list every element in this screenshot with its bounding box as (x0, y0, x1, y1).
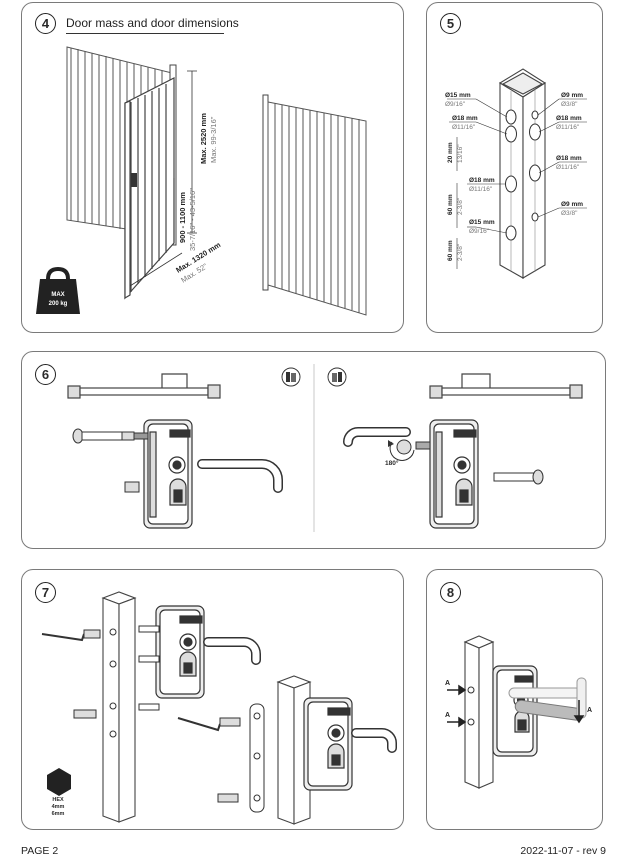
rotation-label: 180° (385, 460, 399, 467)
arrow-label-a2: A (445, 712, 450, 719)
panel-title: Door mass and door dimensions (66, 16, 239, 30)
step-number-6: 6 (35, 364, 56, 385)
handle-orientation-diagram (67, 364, 583, 532)
left-hole-3-mm: Ø18 mm (469, 177, 495, 184)
step-number-4: 4 (35, 13, 56, 34)
panel-drill-holes: 5 (426, 2, 603, 333)
hex-size-4: 4mm (51, 804, 65, 810)
right-hole-3-in: Ø11/16" (556, 164, 580, 171)
hex-label: HEX (52, 797, 64, 803)
left-hole-4-mm: Ø15 mm (469, 219, 495, 226)
hex-key-icon (47, 768, 71, 796)
panel-final-check: 8 A A A (426, 569, 603, 830)
spacing-2-in: 2-3/8" (457, 197, 464, 215)
panel-mount-lock: 7 (21, 569, 404, 830)
left-hole-1-in: Ø9/16" (445, 101, 466, 108)
panel-handle-orientation: 6 (21, 351, 606, 549)
panel-door-mass: 4 Door mass and door dimensions (21, 2, 404, 333)
right-hole-4-mm: Ø9 mm (561, 201, 583, 208)
post-drilling-diagram: Ø15 mm Ø9/16" Ø18 mm Ø11/16" Ø18 mm Ø11/… (445, 68, 587, 279)
dim-height-in: Max. 99-3/16" (209, 116, 218, 163)
weight-icon (36, 266, 80, 314)
right-hole-1-in: Ø3/8" (561, 101, 578, 108)
spacing-2-mm: 60 mm (447, 194, 454, 215)
lock-mounting-diagram (41, 591, 397, 825)
left-hole-1-mm: Ø15 mm (445, 92, 471, 99)
step-number-7: 7 (35, 582, 56, 603)
right-hole-3-mm: Ø18 mm (556, 155, 582, 162)
spacing-1-in: 13/16" (457, 144, 464, 163)
spacing-3-in: 2-3/8" (457, 243, 464, 261)
spacing-3-mm: 60 mm (447, 240, 454, 261)
left-hole-3-in: Ø11/16" (469, 186, 493, 193)
final-assembly-diagram: A A A (445, 635, 592, 789)
revision-date: 2022-11-07 - rev 9 (520, 845, 606, 857)
dim-mid-mm: 900 - 1100 mm (178, 192, 187, 243)
title-underline (66, 33, 224, 34)
dim-height-mm: Max. 2520 mm (199, 113, 208, 164)
spacing-1-mm: 20 mm (447, 142, 454, 163)
open-door (124, 77, 175, 300)
right-hole-1-mm: Ø9 mm (561, 92, 583, 99)
right-hole-2-mm: Ø18 mm (556, 115, 582, 122)
left-hole-4-in: Ø9/16" (469, 228, 490, 235)
door-right-icon (327, 367, 347, 387)
door-left-icon (281, 367, 301, 387)
weight-max: MAX (51, 292, 65, 298)
right-hole-4-in: Ø3/8" (561, 210, 578, 217)
hex-size-6: 6mm (51, 811, 65, 817)
fence-panel-right (262, 94, 367, 316)
step-number-5: 5 (440, 13, 461, 34)
weight-value: 200 kg (48, 301, 68, 307)
page-number: PAGE 2 (21, 845, 59, 857)
step-number-8: 8 (440, 582, 461, 603)
arrow-label-a3: A (587, 707, 592, 714)
arrow-label-a1: A (445, 680, 450, 687)
left-hole-2-in: Ø11/16" (452, 124, 476, 131)
right-hole-2-in: Ø11/16" (556, 124, 580, 131)
left-hole-2-mm: Ø18 mm (452, 115, 478, 122)
door-illustration: Max. 2520 mm Max. 99-3/16" 900 - 1100 mm… (36, 46, 367, 316)
dim-mid-in: 35-7/16" - 43-5/16" (188, 188, 197, 251)
